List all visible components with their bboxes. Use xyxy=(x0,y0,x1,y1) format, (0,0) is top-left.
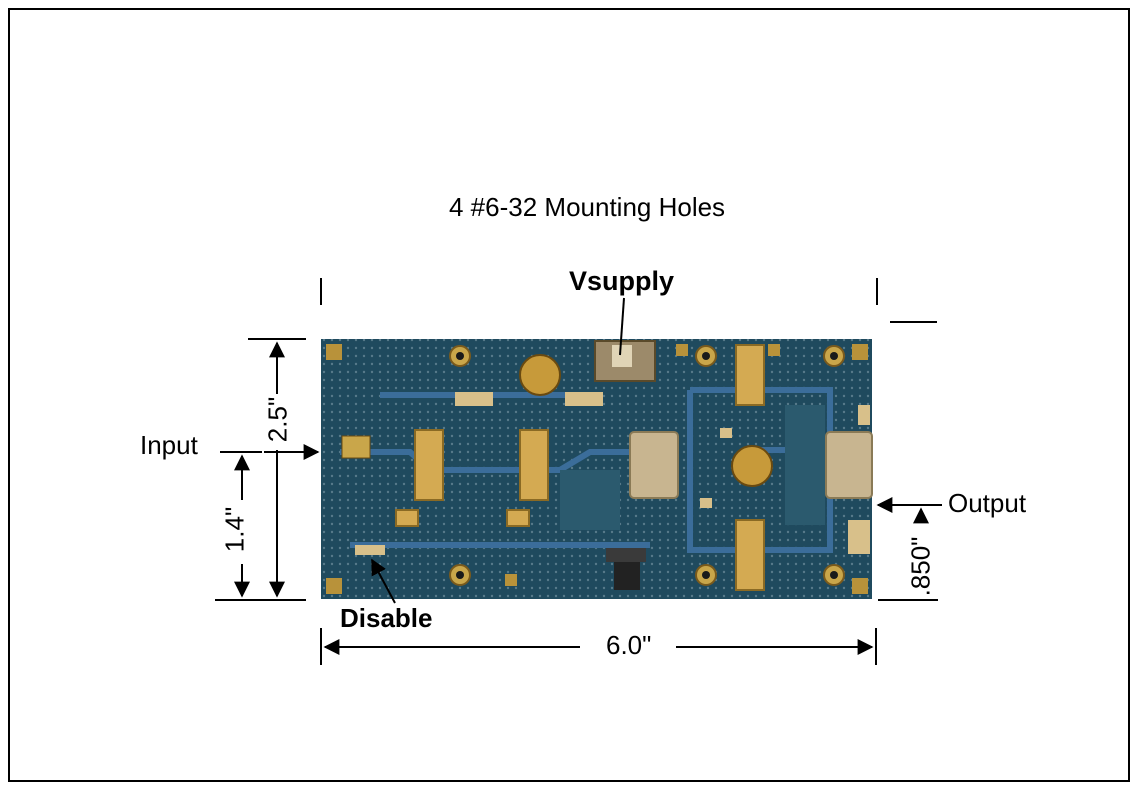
output-offset-dimension-line xyxy=(878,507,938,601)
height-dimension-label: 2.5" xyxy=(262,396,293,443)
output-label: Output xyxy=(948,488,1027,518)
diagram-title: 4 #6-32 Mounting Holes xyxy=(449,192,726,222)
disable-label: Disable xyxy=(340,603,433,633)
width-dimension-line xyxy=(320,628,877,665)
height-dimension-line xyxy=(215,338,306,601)
input-label: Input xyxy=(140,430,198,460)
vsupply-leader xyxy=(619,297,625,356)
vsupply-label: Vsupply xyxy=(569,266,675,296)
output-offset-label: .850" xyxy=(905,536,936,597)
mounting-hole-marks xyxy=(320,278,937,323)
pcb-board xyxy=(321,339,873,599)
input-offset-dimension-line xyxy=(220,451,262,598)
width-dimension-label: 6.0" xyxy=(600,630,658,661)
disable-leader xyxy=(371,558,396,604)
outer-frame xyxy=(8,8,1130,782)
input-offset-label: 1.4" xyxy=(219,506,250,553)
